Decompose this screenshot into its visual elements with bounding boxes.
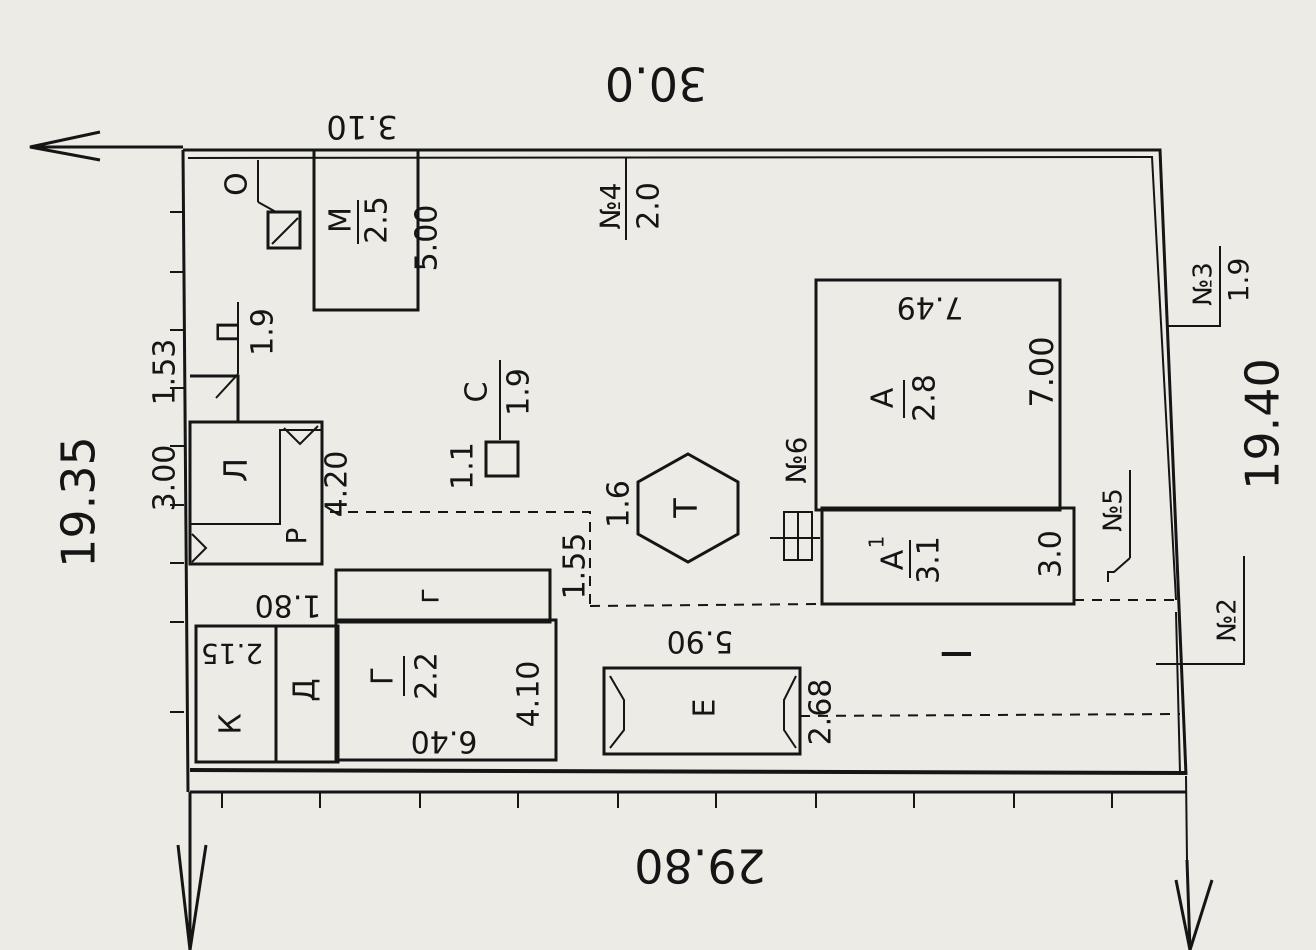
object-s-floors: 1.9 xyxy=(502,368,537,416)
building-a-letter: А xyxy=(866,387,901,408)
fence-3-group: №3 1.9 xyxy=(1168,246,1255,327)
object-s-letter: С xyxy=(460,382,495,403)
object-p-letter: П xyxy=(212,321,247,344)
building-a1-letter: А xyxy=(876,549,911,570)
building-g-small-letter: г xyxy=(412,588,447,604)
building-a1-length: 3.0 xyxy=(1034,530,1069,578)
building-a1-sup: 1 xyxy=(865,536,889,549)
building-a-length: 7.00 xyxy=(1023,336,1061,407)
building-a1: А 1 3.1 3.0 xyxy=(820,506,1076,606)
building-g-width: 6.40 xyxy=(411,724,478,759)
building-a: 7.49 А 2.8 7.00 xyxy=(814,278,1062,512)
building-e-width: 5.90 xyxy=(667,624,734,659)
object-t-offset: 1.6 xyxy=(602,480,637,528)
site-boundary xyxy=(181,148,1188,861)
object-o: О xyxy=(220,160,302,250)
fence-4-height: 2.0 xyxy=(632,182,667,230)
fence-2-label: №2 xyxy=(1213,598,1243,642)
building-g-floors: 2.2 xyxy=(410,652,445,700)
bottom-arrows xyxy=(176,792,1214,950)
fence-3-height: 1.9 xyxy=(1222,258,1255,303)
object-t-offset2: 1.55 xyxy=(558,533,593,600)
building-m-letter: М xyxy=(324,207,359,233)
fence-4-label: №4 xyxy=(594,183,627,230)
object-r-letter: Р xyxy=(280,528,313,545)
fence-5-group: №5 xyxy=(1099,470,1131,582)
building-e: Е 5.90 2.68 xyxy=(602,624,839,756)
building-g-letter: Г xyxy=(366,667,401,685)
building-d: Д xyxy=(274,624,340,764)
building-m: 3.10 М 2.5 5.00 xyxy=(312,108,445,312)
top-width-label: 30.0 xyxy=(605,57,707,111)
building-m-floors: 2.5 xyxy=(360,196,395,244)
left-segment-b-label: 3.00 xyxy=(148,445,183,512)
fence-6-label: №6 xyxy=(780,437,813,484)
object-s: С 1.9 1.1 xyxy=(446,360,537,490)
fence-4-label-group: №4 2.0 xyxy=(594,158,667,240)
building-a-width: 7.49 xyxy=(897,290,964,325)
fence-2-group: №2 xyxy=(1156,556,1245,665)
object-t-letter: Т xyxy=(667,498,705,519)
dashed-lines xyxy=(330,511,1181,717)
object-s-offset: 1.1 xyxy=(446,442,481,490)
building-a1-floors: 3.1 xyxy=(912,536,947,584)
building-m-width: 3.10 xyxy=(326,108,397,146)
building-g-length: 4.10 xyxy=(512,661,547,728)
building-l-length: 4.20 xyxy=(320,451,355,518)
building-m-length: 5.00 xyxy=(410,205,445,272)
yard-label: I xyxy=(935,648,981,660)
building-k: К 2.15 xyxy=(194,624,278,764)
left-segment-a-label: 1.53 xyxy=(148,339,183,406)
building-a-floors: 2.8 xyxy=(908,374,943,422)
building-l: Л Р 4.20 xyxy=(188,420,355,566)
bottom-ticks xyxy=(221,792,1113,808)
object-p-floors: 1.9 xyxy=(246,308,281,356)
object-p: П 1.9 xyxy=(190,302,281,422)
building-g-small-width: 1.80 xyxy=(255,588,322,623)
building-e-letter: Е xyxy=(688,699,723,718)
left-ticks xyxy=(170,211,184,713)
building-k-width: 2.15 xyxy=(201,637,263,670)
fence-5-label: №5 xyxy=(1099,488,1129,532)
building-g: Г 2.2 4.10 6.40 xyxy=(334,618,558,762)
building-g-small: г 1.80 xyxy=(255,568,552,624)
object-t: Т 1.6 1.55 xyxy=(558,452,740,600)
bottom-width-label: 29.80 xyxy=(634,839,766,893)
right-depth-label: 19.40 xyxy=(1236,358,1290,490)
building-d-letter: Д xyxy=(288,678,323,701)
object-o-letter: О xyxy=(220,172,255,196)
building-e-length: 2.68 xyxy=(804,679,839,746)
building-k-letter: К xyxy=(214,713,249,734)
top-left-arrow xyxy=(29,130,183,162)
fence-3-label: №3 xyxy=(1189,262,1219,306)
left-depth-label: 19.35 xyxy=(52,436,106,568)
fence-6-group: №6 xyxy=(770,437,820,561)
building-l-letter: Л xyxy=(217,458,255,482)
